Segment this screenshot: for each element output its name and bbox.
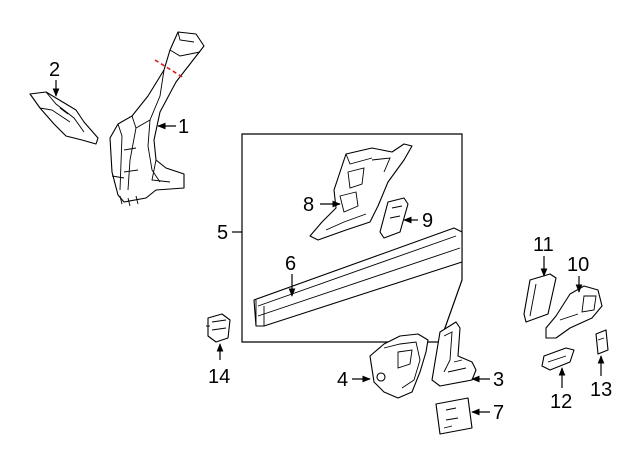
callout-labels: 1 2 3 4 5 6 7 8 9 10 11 12 13 14 [49, 59, 612, 424]
part-12-bracket[interactable] [541, 347, 575, 371]
callout-5: 5 [217, 222, 228, 244]
callout-7: 7 [493, 402, 504, 424]
part-4-wheelhouse-extension[interactable] [369, 333, 429, 399]
callout-1: 1 [178, 116, 189, 138]
part-5-rocker-group-box [241, 133, 463, 343]
callout-6: 6 [285, 253, 296, 275]
callout-14: 14 [208, 366, 230, 388]
part-1-front-pillar[interactable] [109, 31, 205, 207]
callout-12: 12 [550, 391, 572, 413]
callout-3: 3 [493, 369, 504, 391]
part-11-panel[interactable] [523, 273, 557, 323]
callout-10: 10 [567, 254, 589, 276]
part-13-strip[interactable] [595, 329, 609, 355]
part-6-rocker-panel[interactable] [253, 227, 463, 327]
part-9-bracket[interactable] [379, 197, 409, 239]
part-3-pillar-reinforcement[interactable] [431, 321, 477, 387]
callout-9: 9 [422, 210, 433, 232]
callout-2: 2 [49, 59, 60, 81]
callout-8: 8 [303, 194, 314, 216]
callout-4: 4 [337, 369, 348, 391]
leader-lines [52, 80, 605, 416]
callout-13: 13 [590, 379, 612, 401]
part-7-plate[interactable] [435, 397, 473, 435]
callout-11: 11 [533, 234, 554, 256]
part-14-clip[interactable] [206, 313, 231, 343]
part-10-quarter-extension[interactable] [545, 285, 603, 339]
part-2-bracket[interactable] [29, 91, 99, 145]
